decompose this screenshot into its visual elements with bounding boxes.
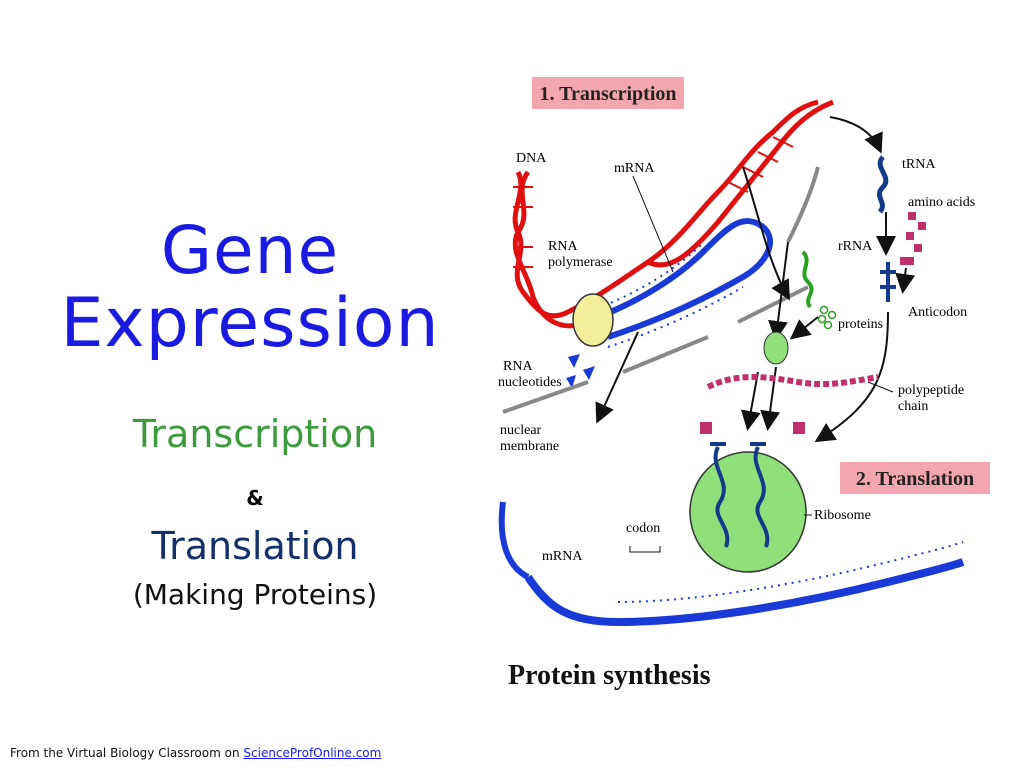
label-mrna-top: mRNA (614, 161, 655, 176)
dna-rungs (513, 136, 794, 268)
label-proteins: proteins (838, 317, 883, 332)
footer-link-scienceprofonline[interactable]: ScienceProfOnline.com (243, 746, 382, 760)
nuclear-membrane (502, 166, 820, 414)
amino-acid-squares (906, 212, 926, 265)
label-nuclear-2: membrane (500, 439, 559, 454)
ribosomal-proteins (817, 305, 837, 330)
ribosome-subunit (763, 331, 789, 365)
label-trna: tRNA (902, 157, 936, 172)
label-polypeptide-1: polypeptide (898, 383, 964, 398)
subtitle-translation: Translation (151, 524, 359, 568)
label-rrna: rRNA (838, 239, 873, 254)
label-rna-nucleotides-2: nucleotides (498, 375, 562, 390)
dna-helix (512, 99, 834, 329)
title-line-expression: Expression (60, 284, 440, 363)
polypeptide-chain (706, 374, 879, 390)
footer-credit: From the Virtual Biology Classroom on Sc… (10, 746, 381, 760)
subtitle-ampersand: & (246, 486, 264, 510)
translation-header-box (840, 462, 990, 494)
rna-nucleotides (566, 354, 595, 388)
caption-protein-synthesis: Protein synthesis (508, 660, 711, 691)
transcription-header-box (532, 77, 684, 109)
subtitle-transcription: Transcription (132, 412, 378, 456)
ribosome (689, 451, 807, 573)
label-nuclear-1: nuclear (500, 423, 542, 438)
protein-synthesis-diagram: 1. Transcription DNA mRNA RNA polymerase… (498, 77, 990, 691)
title-line-gene: Gene (160, 212, 340, 289)
label-anticodon: Anticodon (908, 305, 967, 320)
label-ribosome: Ribosome (814, 508, 871, 523)
subtitle-making-proteins: (Making Proteins) (132, 578, 378, 611)
label-rna-nucleotides-1: RNA (503, 359, 533, 374)
rna-polymerase (572, 293, 614, 347)
label-dna: DNA (516, 151, 547, 166)
translation-header: 2. Translation (856, 468, 974, 490)
mrna-strand-bottom (524, 558, 965, 627)
rrna-molecule (801, 250, 814, 309)
label-rna-polymerase-2: polymerase (548, 255, 613, 270)
label-amino-acids: amino acids (908, 195, 975, 210)
trna-in-ribosome (710, 442, 770, 548)
label-mrna-bottom: mRNA (542, 549, 583, 564)
transcription-header: 1. Transcription (539, 83, 676, 105)
label-polypeptide-2: chain (898, 399, 928, 414)
label-codon: codon (626, 521, 660, 536)
footer-prefix: From the Virtual Biology Classroom on (10, 746, 244, 760)
trna-anticodon (880, 262, 896, 302)
mrna-transcript (596, 218, 774, 348)
trna-molecule (876, 155, 889, 214)
label-rna-polymerase-1: RNA (548, 239, 578, 254)
